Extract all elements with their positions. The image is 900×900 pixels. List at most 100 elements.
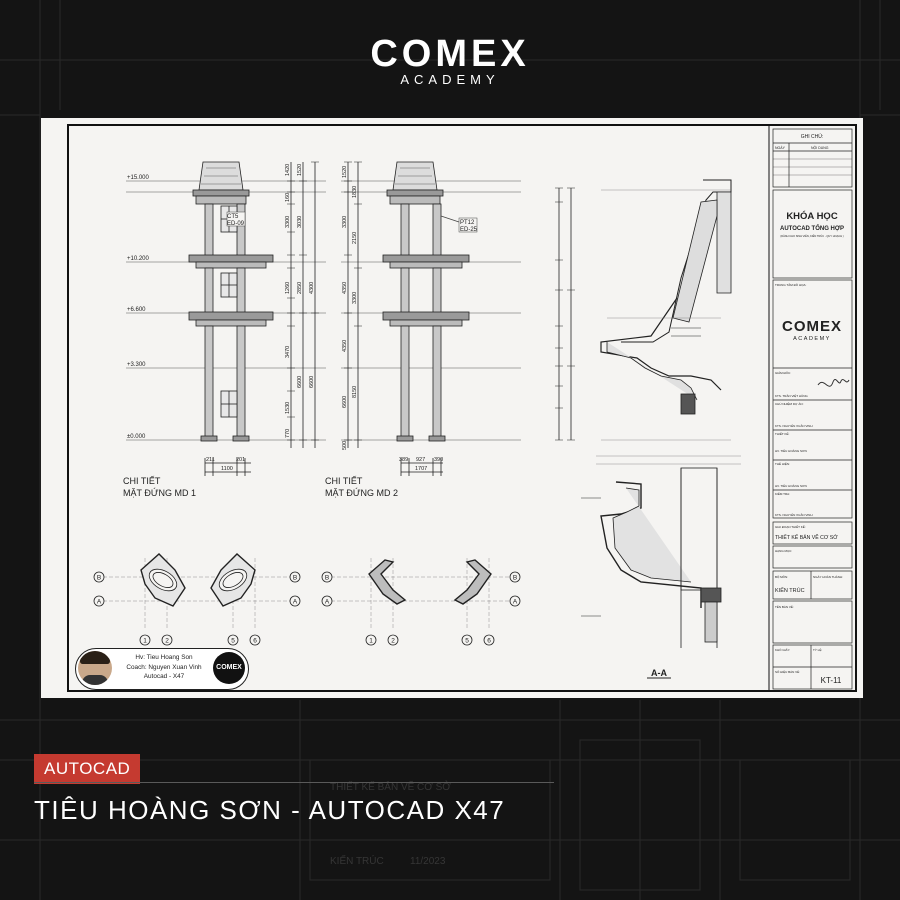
svg-text:KIẾN TRÚC: KIẾN TRÚC [330,854,384,867]
dim-text: 3300 [285,216,291,228]
drawing-sheet: +15.000 +10.200 +6.600 +3.300 ±0.000 CT5… [41,118,863,698]
grid-label: B [325,575,329,582]
logo-main: COMEX [370,33,530,75]
drawing-svg: +15.000 +10.200 +6.600 +3.300 ±0.000 CT5… [67,124,857,692]
coach-name: Coach: Nguyen Xuan Vinh [126,663,202,671]
svg-text:THIẾT KẾ BẢN VẼ CƠ SỞ: THIẾT KẾ BẢN VẼ CƠ SỞ [330,780,451,793]
view-label: MẶT ĐỨNG MD 2 [325,488,398,498]
student-name: Hv: Tieu Hoang Son [135,654,193,661]
tb-brand-main: COMEX [782,318,842,335]
dim-text: 1100 [221,466,233,472]
plan-details [93,553,521,646]
dim-text: 3030 [297,216,303,228]
callout-tag: PT12 [460,220,475,226]
dim-text: 4350 [342,340,348,352]
divider [34,782,554,783]
dim-text: 927 [416,457,425,463]
dim-text: 500 [342,441,348,450]
category-badge: AUTOCAD [34,754,141,784]
dim-text: 4300 [309,282,315,294]
callout-tag: ED-25 [460,227,478,233]
grid-label: 1 [143,638,147,645]
level-label: +6.600 [127,307,146,313]
section-details [555,179,741,679]
grid-label: 6 [487,638,491,645]
tb-name: HV. TIÊU HOÀNG SƠN [775,448,807,453]
headline: TIÊU HOÀNG SƠN - AUTOCAD X47 [34,795,506,825]
tb-course-sub: AUTOCAD TỔNG HỢP [780,225,844,232]
dim-text: 3300 [352,292,358,304]
view-label: CHI TIẾT [123,476,161,486]
tb-course-note: (DÀNH CHO SINH VIÊN, KIẾN TRÚC - QUY HOẠ… [780,233,843,238]
grid-label: B [97,575,101,582]
tb-notes-col: NỘI DUNG [811,145,829,150]
svg-text:11/2023: 11/2023 [410,856,446,867]
tb-label: CHỦ NHIỆM DỰ ÁN: [775,401,804,406]
comex-academy-logo: COMEX ACADEMY [0,34,900,87]
tb-label: NGÀY HOÀN THÀNH: [813,575,843,579]
avatar [78,651,112,685]
tb-label: THIẾT KẾ: [775,431,789,436]
tb-label: KIỂM TRA: [775,491,790,496]
dim-text: 1707 [415,466,427,472]
dim-text: 1520 [342,166,348,178]
tb-name: KTS. NGUYỄN XUÂN VINH [775,512,813,517]
grid-label: A [325,599,330,606]
view-label: CHI TIẾT [325,476,363,486]
dim-text: 1520 [297,164,303,176]
student-card-text: Hv: Tieu Hoang Son Coach: Nguyen Xuan Vi… [118,653,210,682]
tb-course-title: KHÓA HỌC [786,210,838,222]
tb-label: GIAI ĐOẠN THIẾT KẾ: [775,524,806,529]
dim-text: 160 [285,193,291,202]
tb-phase-value: THIẾT KẾ BẢN VẼ CƠ SỞ [775,534,838,541]
tb-name: HV. TIÊU HOÀNG SƠN [775,483,807,488]
student-card: Hv: Tieu Hoang Son Coach: Nguyen Xuan Vi… [75,648,249,690]
dim-text: 4350 [342,282,348,294]
dim-text: 1420 [285,164,291,176]
tb-notes-header: GHI CHÚ: [801,133,824,140]
grid-label: 5 [231,638,235,645]
dim-text: 2150 [352,232,358,244]
dim-text: 1530 [285,402,291,414]
grid-label: B [293,575,297,582]
grid-label: A [293,599,298,606]
dim-text: 3300 [342,216,348,228]
dim-text: 201 [236,457,245,463]
tb-label: GIÁM ĐỐC: [775,370,791,375]
tb-label: TỶ LỆ: [813,647,822,652]
dim-text: 2850 [297,282,303,294]
tb-sheet-no: KT-11 [821,676,842,685]
tb-name: KTS. NGUYỄN XUÂN VINH [775,423,813,428]
dim-text: 1260 [285,282,291,294]
tb-notes-col: NGÀY [775,146,786,150]
grid-label: 2 [165,638,169,645]
section-label: A-A [651,668,667,678]
dim-text: 770 [285,429,291,438]
tb-name: KTS. TRẦN VIỆT HÙNG [775,393,808,398]
tb-label: THỂ HIỆN: [775,461,790,466]
title-block [772,128,853,690]
tb-label: KHỔ GIẤY: [775,647,790,652]
dim-text: 1830 [352,186,358,198]
grid-label: B [513,575,517,582]
elevation-md1 [126,161,326,476]
dim-text: 6600 [342,396,348,408]
tb-brand-sub: ACADEMY [793,336,831,342]
tb-label: HẠNG MỤC: [775,549,792,553]
level-label: +10.200 [127,256,150,262]
dim-text: 211 [206,457,215,463]
level-label: ±0.000 [127,434,146,440]
elevation-md2 [341,161,521,476]
dim-text: 6600 [297,376,303,388]
dim-text: 6600 [309,376,315,388]
dim-text: 389 [399,457,408,463]
grid-label: 6 [253,638,257,645]
dim-text: 3470 [285,346,291,358]
dim-text: 390 [434,457,443,463]
tb-label: TÊN BẢN VẼ: [775,604,794,609]
level-label: +15.000 [127,175,150,181]
logo-sub: ACADEMY [400,72,500,87]
course-name: Autocad - X47 [143,673,185,680]
level-label: +3.300 [127,362,146,368]
